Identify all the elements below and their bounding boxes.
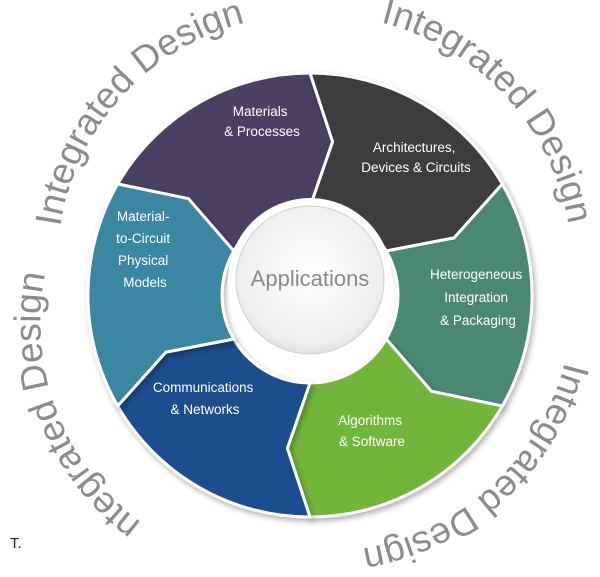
segment-algorithms-software	[285, 336, 505, 519]
segment-heterogeneous-integration-packaging	[383, 181, 534, 408]
segment-label-heterogeneous: Heterogeneous Integration & Packaging	[430, 267, 526, 328]
segment-label-material-to-circuit: Material- to-Circuit Physical Models	[116, 209, 174, 290]
segment-label-materials-processes: Materials & Processes	[224, 104, 300, 139]
segment-material-to-circuit-models	[86, 182, 237, 409]
footnote-text: T.	[10, 535, 22, 552]
center-circle	[235, 205, 385, 355]
segment-communications-networks	[115, 337, 313, 519]
segment-label-algorithms: Algorithms & Software	[338, 413, 406, 449]
center-label: Applications	[251, 266, 370, 291]
segment-label-communications: Communications & Networks	[153, 380, 257, 417]
segment-label-architectures: Architectures, Devices & Circuits	[361, 140, 471, 175]
